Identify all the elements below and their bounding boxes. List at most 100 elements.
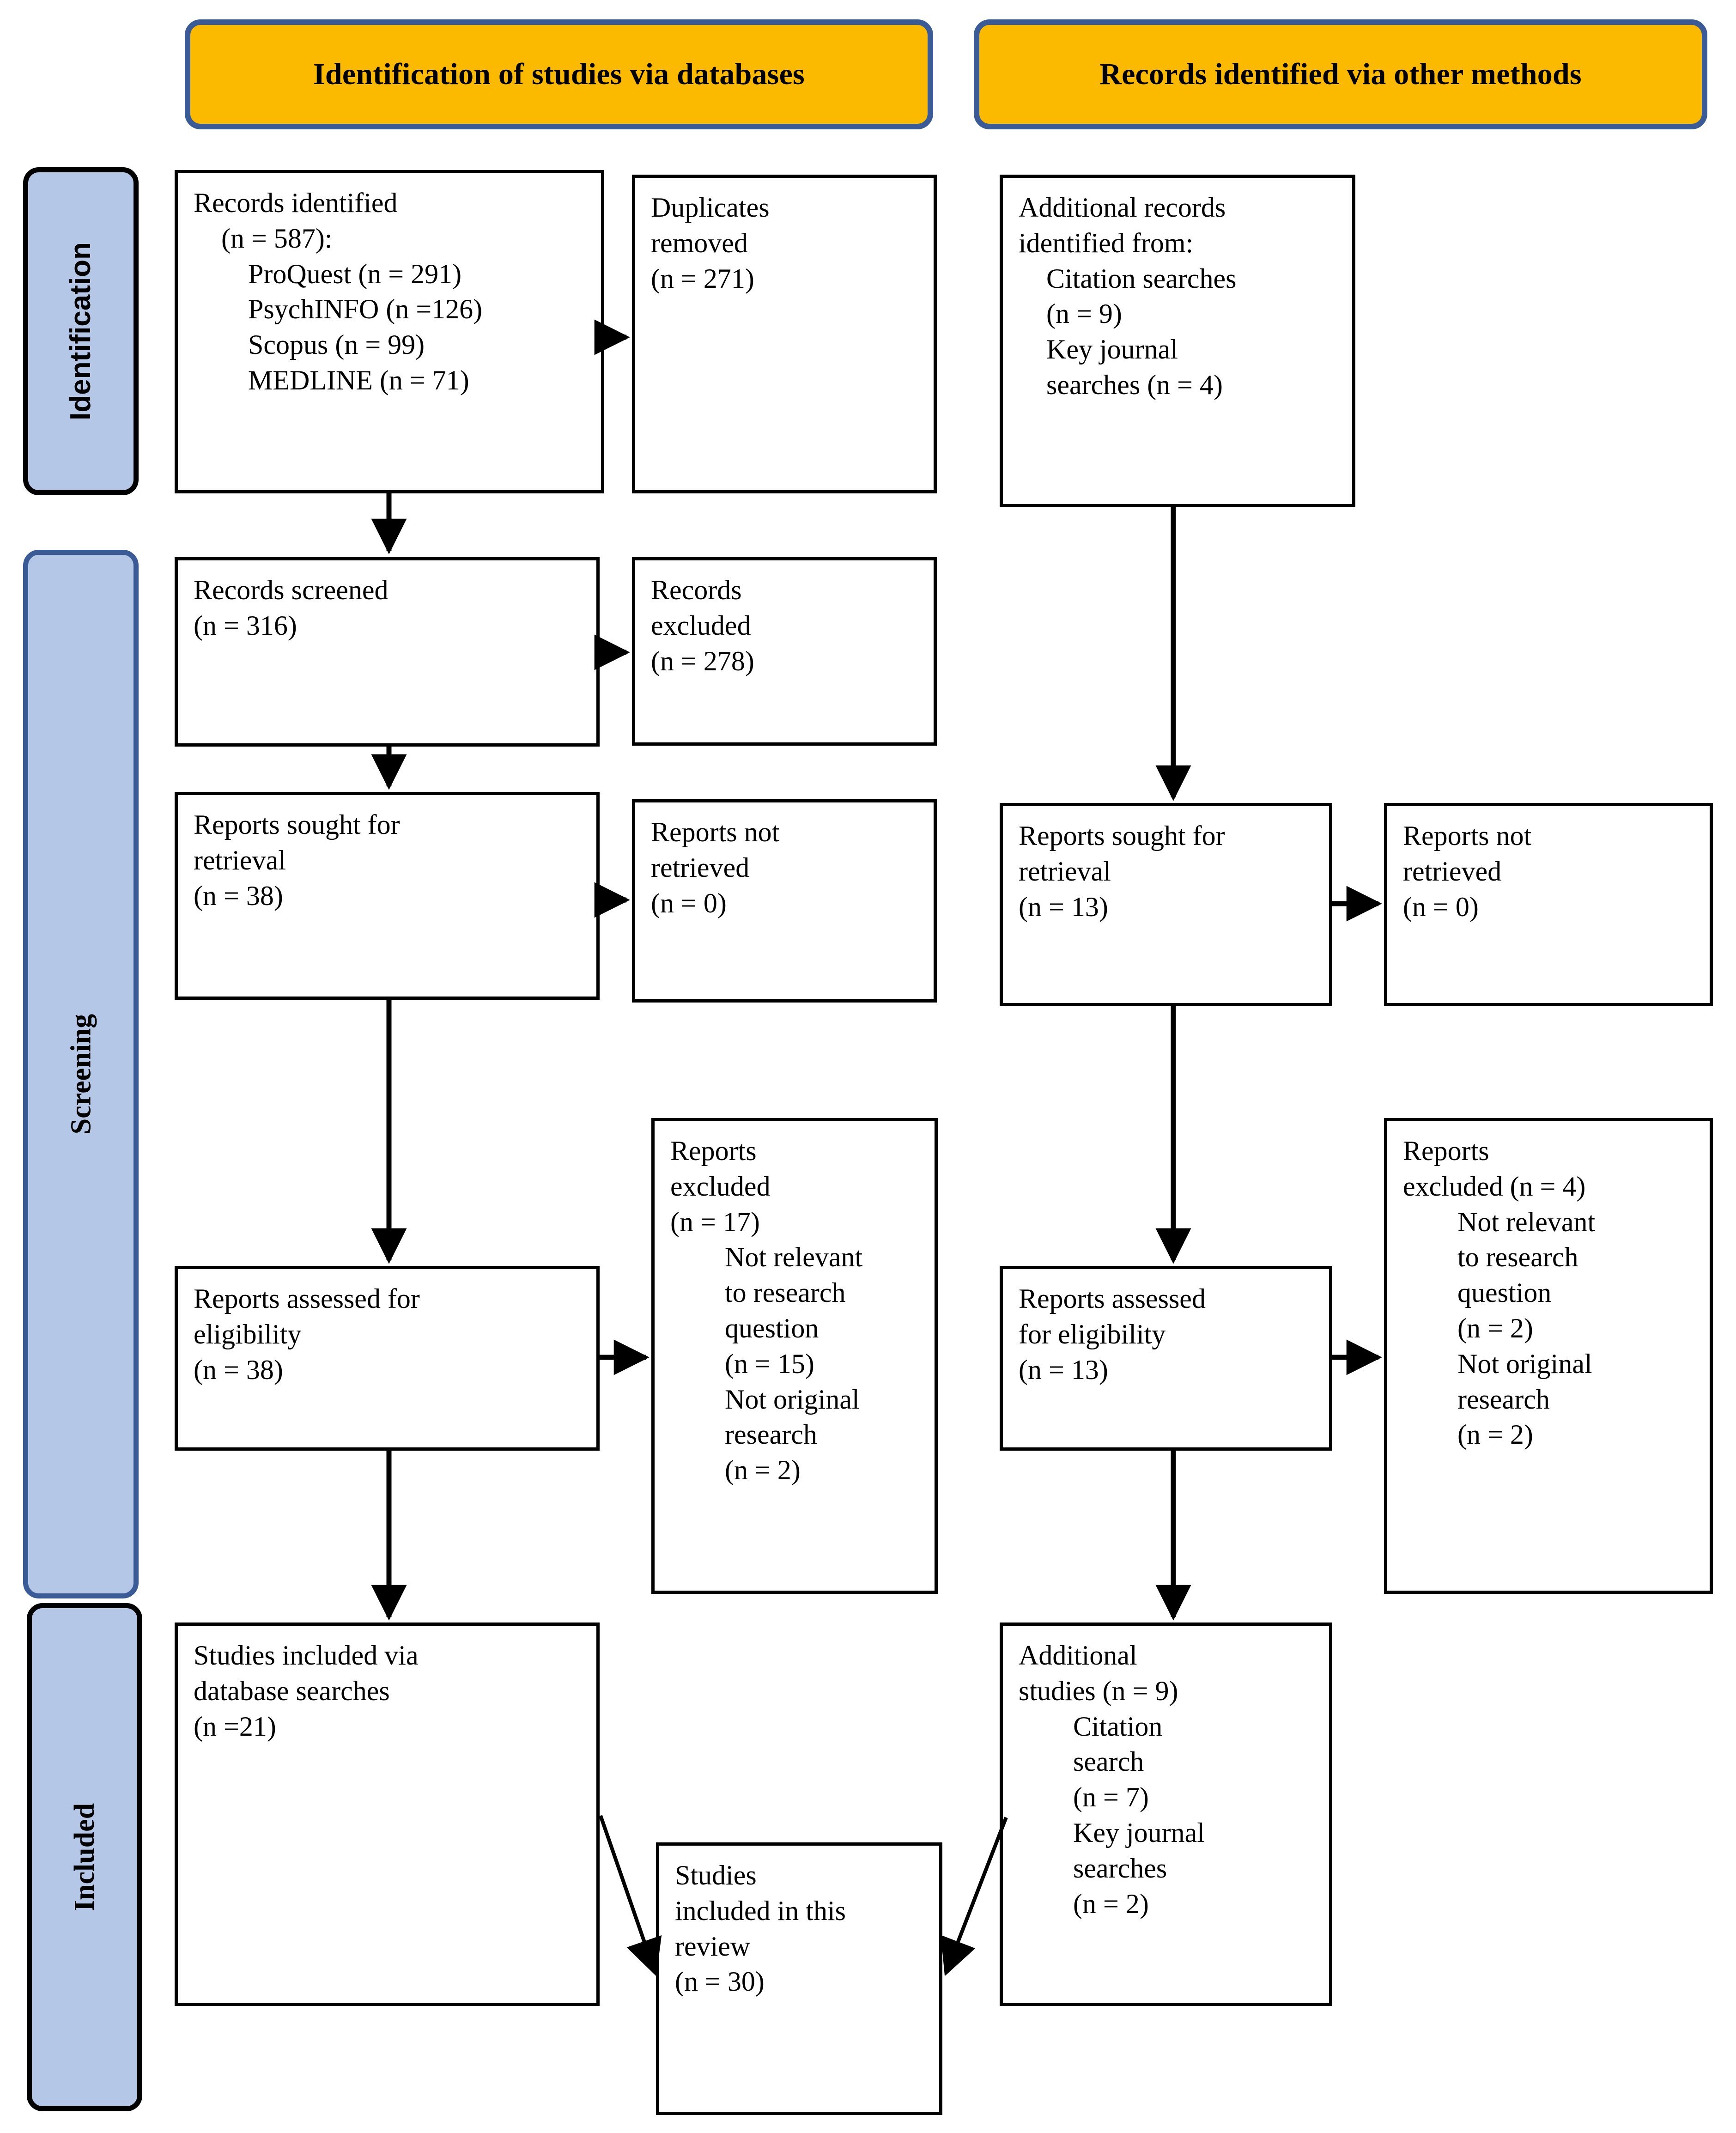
stage-sidebar-identification: Identification [23, 167, 139, 495]
records-identified-line4: PsychINFO (n =126) [248, 294, 483, 325]
reports-excluded-left-line5: to research [725, 1277, 846, 1308]
box-studies-included-db: Studies included via database searches (… [175, 1623, 600, 2006]
studies-in-review-line2: included in this [675, 1895, 846, 1926]
reports-excluded-left-line4: Not relevant [725, 1242, 863, 1273]
additional-studies-line7: searches [1073, 1853, 1167, 1884]
box-studies-in-review: Studies included in this review (n = 30) [656, 1842, 942, 2115]
reports-excluded-right-line9: (n = 2) [1457, 1419, 1533, 1450]
reports-assessed-right-line3: (n = 13) [1019, 1354, 1108, 1385]
box-records-screened: Records screened (n = 316) [175, 557, 600, 747]
box-additional-studies: Additional studies (n = 9) Citation sear… [1000, 1623, 1332, 2006]
reports-excluded-right-line6: (n = 2) [1457, 1313, 1533, 1343]
stage-label-identification: Identification [65, 242, 97, 420]
reports-excluded-right-line2: excluded (n = 4) [1403, 1171, 1586, 1202]
arrow-included-db-to-review [599, 1815, 662, 1976]
additional-studies-line5: (n = 7) [1073, 1782, 1149, 1813]
box-reports-not-retrieved-left: Reports not retrieved (n = 0) [632, 799, 937, 1003]
records-screened-line1: Records screened [194, 575, 388, 605]
reports-excluded-right-line1: Reports [1403, 1136, 1489, 1166]
records-identified-line3: ProQuest (n = 291) [248, 258, 462, 289]
additional-studies-line3: Citation [1073, 1711, 1163, 1742]
reports-excluded-left-line7: (n = 15) [725, 1348, 814, 1379]
reports-excluded-left-line6: question [725, 1313, 819, 1343]
records-identified-line2: (n = 587): [221, 223, 333, 254]
box-reports-assessed-right: Reports assessed for eligibility (n = 13… [1000, 1266, 1332, 1451]
additional-records-line6: searches (n = 4) [1046, 369, 1223, 400]
box-reports-sought-left: Reports sought for retrieval (n = 38) [175, 792, 600, 1000]
banner-right-label: Records identified via other methods [1099, 57, 1582, 91]
additional-studies-line1: Additional [1019, 1640, 1137, 1671]
additional-studies-line6: Key journal [1073, 1817, 1205, 1848]
additional-records-line1: Additional records [1019, 192, 1226, 223]
studies-in-review-line1: Studies [675, 1860, 757, 1890]
reports-excluded-left-line3: (n = 17) [670, 1206, 760, 1237]
reports-excluded-left-line10: (n = 2) [725, 1455, 801, 1486]
reports-not-retrieved-right-line2: retrieved [1403, 856, 1502, 887]
studies-included-db-line2: database searches [194, 1675, 390, 1706]
studies-included-db-line3: (n =21) [194, 1711, 276, 1742]
reports-assessed-left-line1: Reports assessed for [194, 1283, 420, 1314]
studies-in-review-line3: review [675, 1931, 751, 1962]
box-reports-sought-right: Reports sought for retrieval (n = 13) [1000, 803, 1332, 1006]
reports-assessed-left-line3: (n = 38) [194, 1354, 283, 1385]
additional-records-line4: (n = 9) [1046, 298, 1122, 329]
reports-excluded-left-line8: Not original [725, 1384, 860, 1415]
reports-sought-left-line1: Reports sought for [194, 809, 400, 840]
studies-included-db-line1: Studies included via [194, 1640, 419, 1671]
reports-assessed-right-line1: Reports assessed [1019, 1283, 1206, 1314]
stage-label-included: Included [69, 1803, 101, 1912]
records-excluded-line1: Records [651, 575, 742, 605]
duplicates-removed-line1: Duplicates [651, 192, 770, 223]
box-duplicates-removed: Duplicates removed (n = 271) [632, 175, 937, 493]
reports-sought-right-line2: retrieval [1019, 856, 1111, 887]
box-reports-excluded-left: Reports excluded (n = 17) Not relevant t… [651, 1118, 938, 1594]
reports-excluded-left-line2: excluded [670, 1171, 771, 1202]
reports-excluded-right-line4: to research [1457, 1242, 1578, 1273]
records-identified-line6: MEDLINE (n = 71) [248, 365, 469, 395]
reports-excluded-right-line8: research [1457, 1384, 1550, 1415]
additional-records-line5: Key journal [1046, 334, 1178, 365]
additional-studies-line8: (n = 2) [1073, 1888, 1149, 1919]
records-excluded-line2: excluded [651, 610, 751, 641]
records-screened-line2: (n = 316) [194, 610, 297, 641]
reports-excluded-right-line5: question [1457, 1277, 1552, 1308]
additional-studies-line4: search [1073, 1746, 1144, 1777]
box-reports-excluded-right: Reports excluded (n = 4) Not relevant to… [1384, 1118, 1713, 1594]
reports-not-retrieved-right-line1: Reports not [1403, 820, 1532, 851]
records-identified-line1: Records identified [194, 188, 398, 218]
reports-not-retrieved-left-line2: retrieved [651, 852, 750, 883]
reports-sought-right-line3: (n = 13) [1019, 891, 1108, 922]
reports-assessed-left-line2: eligibility [194, 1319, 302, 1349]
records-excluded-line3: (n = 278) [651, 645, 754, 676]
reports-sought-left-line2: retrieval [194, 845, 286, 875]
box-records-identified: Records identified (n = 587): ProQuest (… [175, 170, 604, 493]
arrow-additional-studies-to-review [941, 1817, 1008, 1976]
reports-not-retrieved-left-line1: Reports not [651, 817, 780, 847]
stage-sidebar-included: Included [27, 1603, 142, 2111]
reports-not-retrieved-right-line3: (n = 0) [1403, 891, 1479, 922]
reports-excluded-left-line9: research [725, 1419, 817, 1450]
banner-identification-databases: Identification of studies via databases [185, 19, 933, 129]
records-identified-line5: Scopus (n = 99) [248, 329, 425, 360]
reports-sought-left-line3: (n = 38) [194, 880, 283, 911]
reports-sought-right-line1: Reports sought for [1019, 820, 1225, 851]
stage-label-screening: Screening [65, 1014, 97, 1135]
banner-left-label: Identification of studies via databases [313, 57, 805, 91]
duplicates-removed-line2: removed [651, 227, 748, 258]
box-reports-assessed-left: Reports assessed for eligibility (n = 38… [175, 1266, 600, 1451]
studies-in-review-line4: (n = 30) [675, 1966, 765, 1997]
duplicates-removed-line3: (n = 271) [651, 263, 754, 294]
reports-assessed-right-line2: for eligibility [1019, 1319, 1166, 1349]
reports-not-retrieved-left-line3: (n = 0) [651, 887, 727, 918]
additional-records-line2: identified from: [1019, 227, 1194, 258]
box-records-excluded: Records excluded (n = 278) [632, 557, 937, 746]
stage-sidebar-screening: Screening [23, 550, 139, 1598]
reports-excluded-right-line7: Not original [1457, 1348, 1592, 1379]
reports-excluded-right-line3: Not relevant [1457, 1206, 1596, 1237]
banner-records-other-methods: Records identified via other methods [974, 19, 1707, 129]
additional-records-line3: Citation searches [1046, 263, 1237, 294]
box-reports-not-retrieved-right: Reports not retrieved (n = 0) [1384, 803, 1713, 1006]
box-additional-records: Additional records identified from: Cita… [1000, 175, 1355, 507]
additional-studies-line2: studies (n = 9) [1019, 1675, 1178, 1706]
